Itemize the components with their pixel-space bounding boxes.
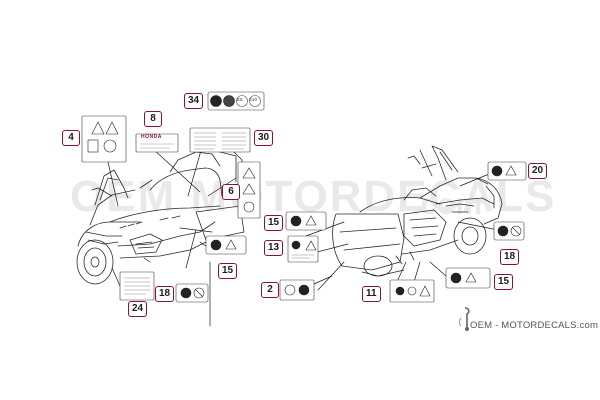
decal-sheet-30 — [189, 127, 251, 153]
decal-strip-34 — [207, 91, 265, 111]
callout-13[interactable]: 13 — [264, 240, 284, 256]
callout-15-middle[interactable]: 15 — [264, 215, 284, 231]
leader-lines — [107, 139, 499, 327]
fuel-code-e5: E5 — [237, 97, 243, 102]
decal-8-brand-text: HONDA — [141, 134, 162, 140]
callout-8[interactable]: 8 — [144, 111, 162, 127]
callout-24[interactable]: 24 — [128, 301, 148, 317]
callout-18-left[interactable]: 18 — [155, 286, 175, 302]
decal-sheet-6 — [237, 161, 261, 219]
decal-strip-18a — [175, 283, 209, 303]
watermark-tld: .com — [412, 188, 483, 221]
fuel-circle-icon — [236, 95, 248, 107]
callout-20[interactable]: 20 — [528, 163, 548, 179]
decal-strip-20 — [487, 161, 527, 181]
decal-strip-15b — [285, 211, 327, 231]
decal-strip-15c — [445, 267, 491, 289]
callout-2[interactable]: 2 — [261, 282, 279, 298]
callout-30[interactable]: 30 — [254, 130, 274, 146]
fuel-code-e10: E10 — [249, 97, 258, 102]
callout-6[interactable]: 6 — [222, 184, 240, 200]
decal-strip-18b — [493, 221, 525, 241]
callout-34[interactable]: 34 — [184, 93, 204, 109]
brand-logo-icon — [459, 307, 470, 331]
callout-15-left[interactable]: 15 — [218, 263, 238, 279]
callout-18-right[interactable]: 18 — [500, 249, 520, 265]
decal-sheet-24 — [119, 271, 155, 301]
decal-sheet-4 — [81, 115, 127, 163]
decal-sheet-2 — [279, 279, 315, 301]
decal-strip-15a — [205, 235, 247, 255]
decal-sheet-13 — [287, 235, 319, 263]
decal-sheet-11 — [389, 279, 435, 303]
brand-text: OEM - MOTORDECALS.com — [470, 320, 599, 331]
callout-15-right[interactable]: 15 — [494, 274, 514, 290]
right-motorcycle — [332, 145, 503, 277]
callout-4[interactable]: 4 — [62, 130, 80, 146]
info-circle-icon — [210, 95, 222, 107]
decal-sheet-8 — [135, 133, 179, 153]
callout-11[interactable]: 11 — [362, 286, 381, 302]
gear-circle-icon — [223, 95, 235, 107]
